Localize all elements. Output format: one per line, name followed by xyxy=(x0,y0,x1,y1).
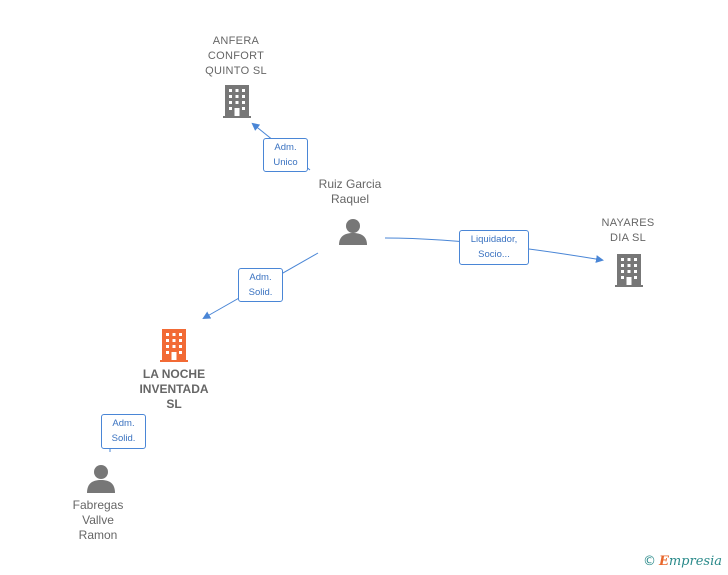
edge-label-line: Adm. xyxy=(112,418,135,429)
edge-label-line: Adm. xyxy=(274,142,297,153)
copyright-icon: © xyxy=(642,554,656,569)
edge-label-line: Solid. xyxy=(111,433,136,444)
edge-label-ruiz-lanoche: Adm. Solid. xyxy=(238,268,283,302)
node-label-anfera: ANFERA CONFORT QUINTO SL xyxy=(205,35,267,77)
logo-initial: E xyxy=(658,554,669,569)
building-icon[interactable] xyxy=(223,85,251,118)
node-label-lanoche: LA NOCHE INVENTADA SL xyxy=(139,367,209,411)
node-label-ruiz: Ruiz Garcia Raquel xyxy=(318,177,382,206)
node-label-nayares: NAYARES DIA SL xyxy=(601,217,655,244)
edge-label-line: Unico xyxy=(273,157,298,168)
main-building-icon[interactable] xyxy=(160,329,188,362)
edge-label-line: Liquidador, xyxy=(470,234,518,245)
edge-label-ruiz-anfera: Adm. Unico xyxy=(263,138,308,172)
person-icon[interactable] xyxy=(339,219,367,245)
edge-label-line: Socio... xyxy=(478,249,510,260)
edge-label-line: Adm. xyxy=(249,272,272,283)
building-icon[interactable] xyxy=(615,254,643,287)
empresia-logo: ©Empresia xyxy=(643,554,722,569)
person-icon[interactable] xyxy=(87,465,115,493)
edge-label-fabregas-lanoche: Adm. Solid. xyxy=(101,414,146,449)
node-label-fabregas: Fabregas Vallve Ramon xyxy=(72,498,124,542)
logo-text: mpresia xyxy=(668,554,722,569)
edge-label-line: Solid. xyxy=(248,287,273,298)
edge-label-ruiz-nayares: Liquidador, Socio... xyxy=(459,230,529,265)
